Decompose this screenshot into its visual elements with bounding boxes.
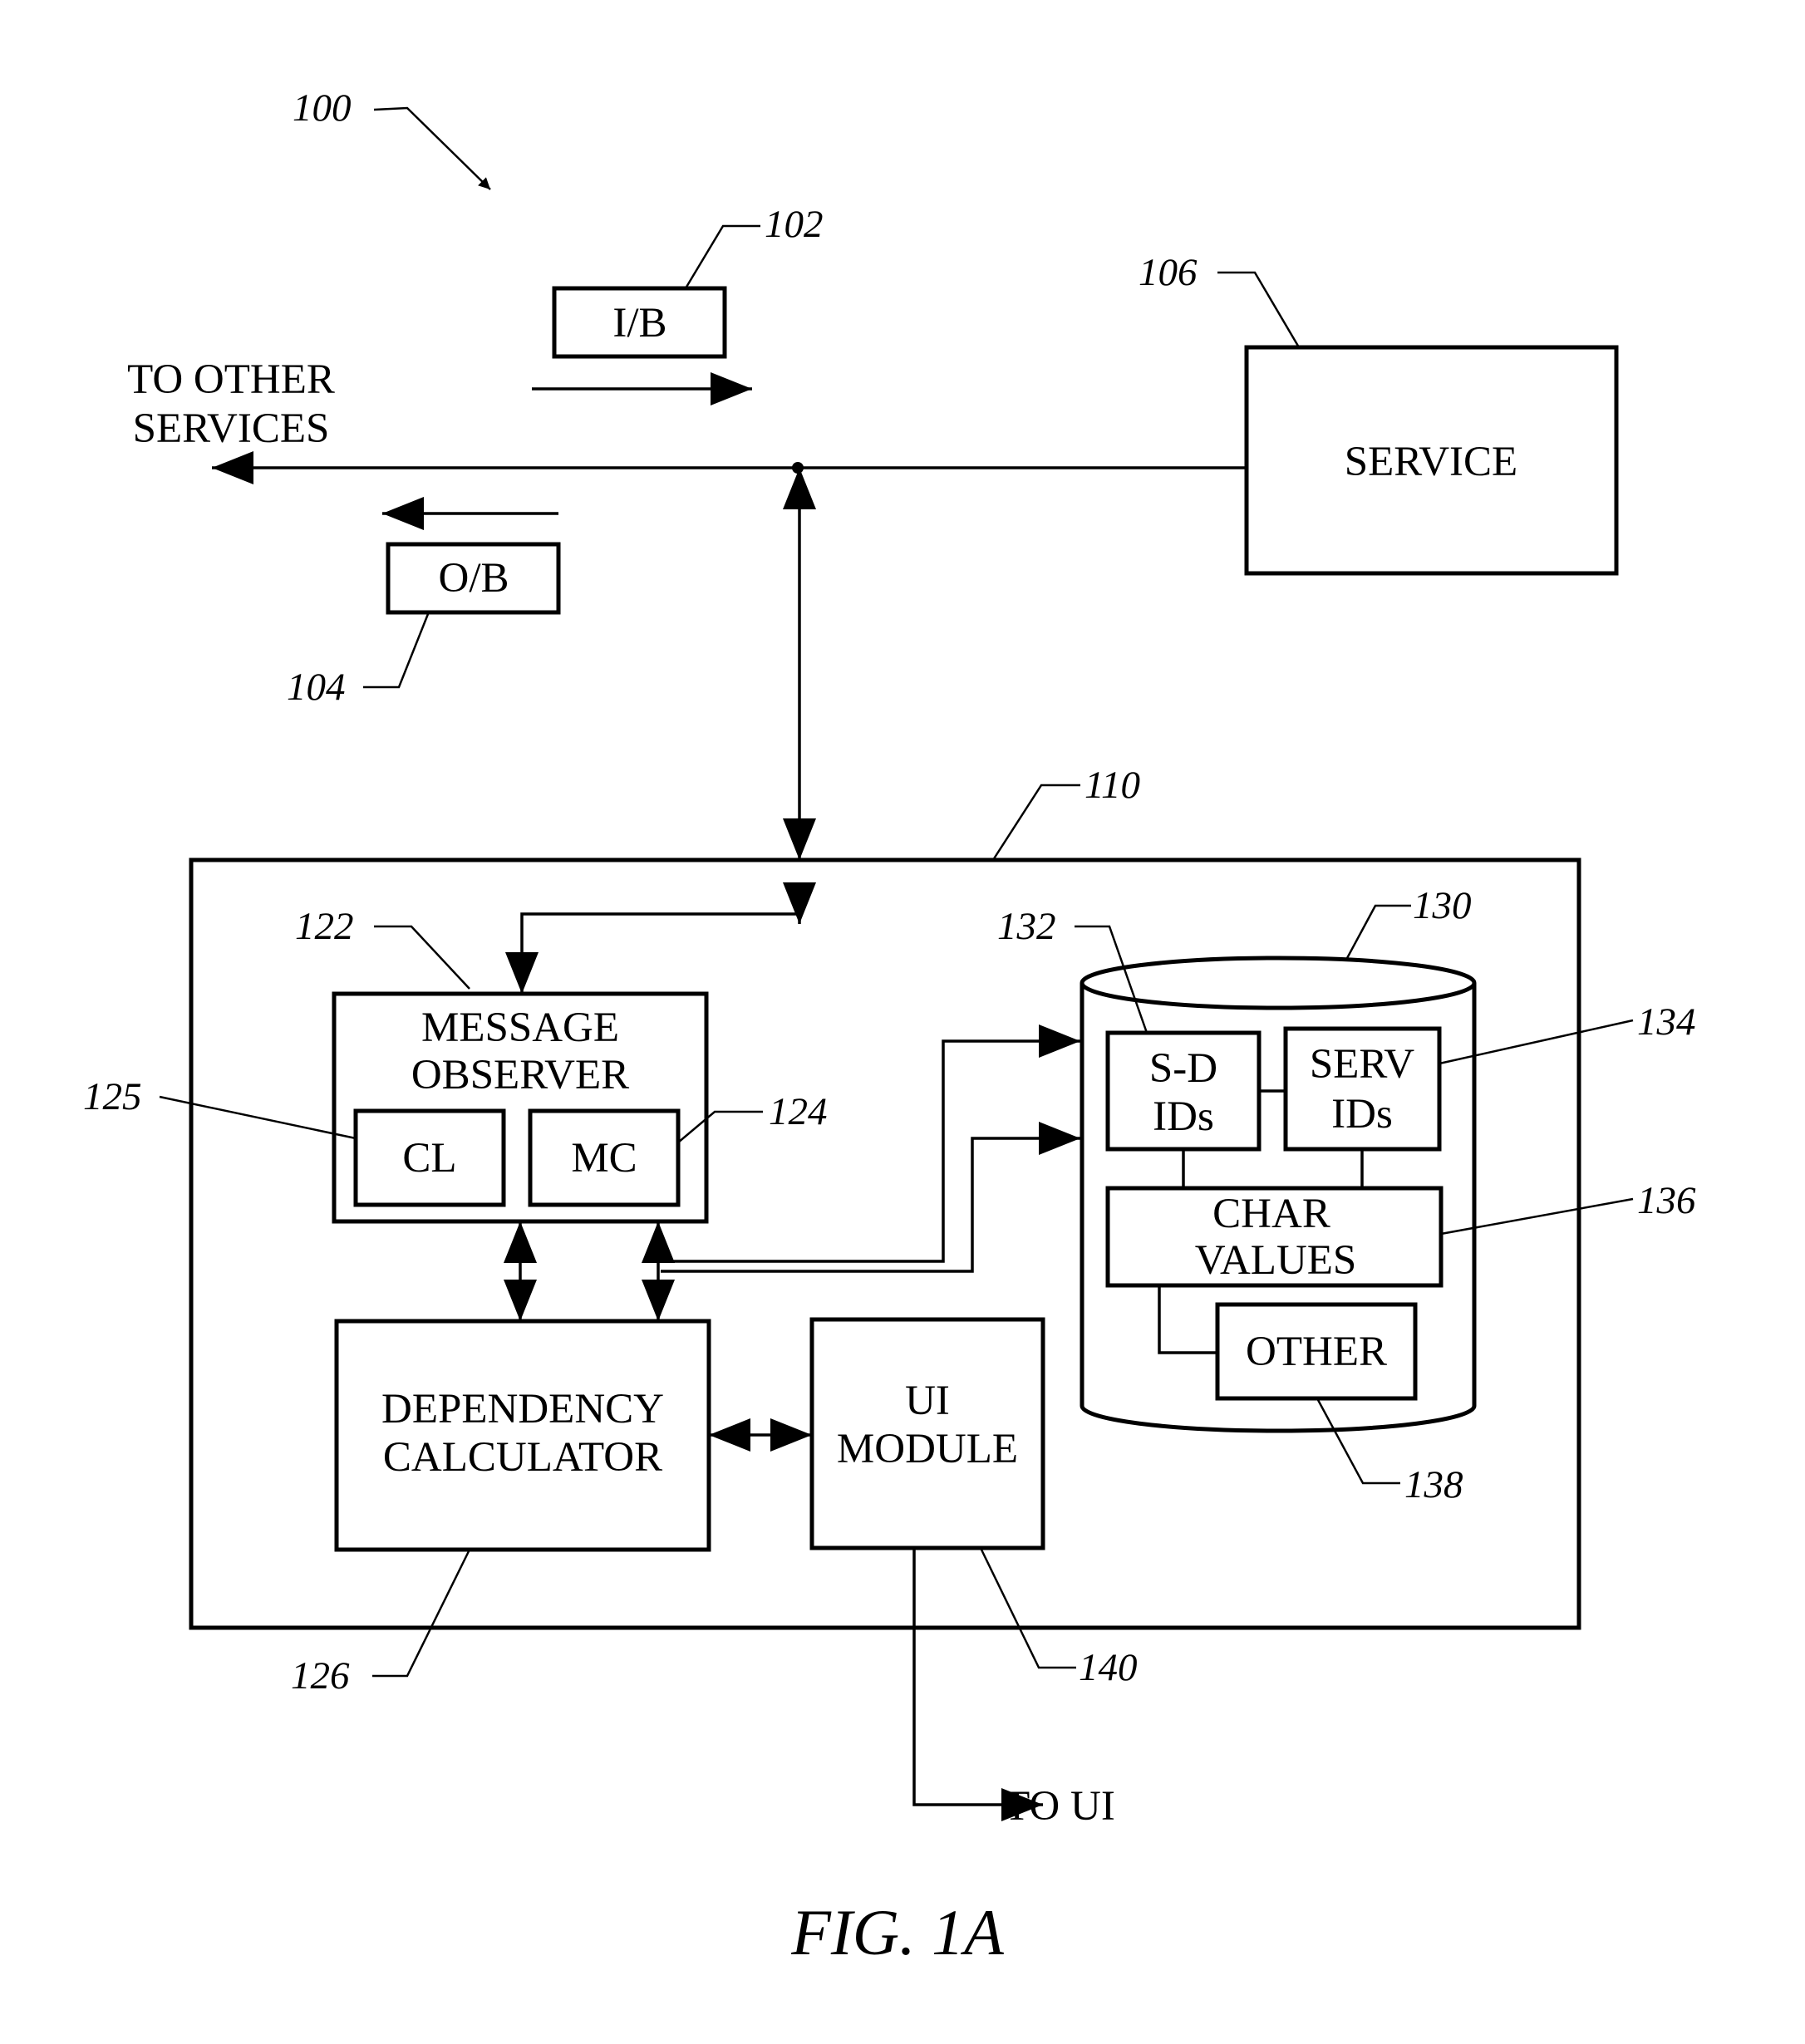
ref-134: 134	[1637, 1000, 1696, 1044]
to-other-services-line1: TO OTHER	[127, 356, 335, 403]
ref-122: 122	[295, 905, 354, 948]
ui-output-link	[914, 1548, 1043, 1805]
ref-104: 104	[287, 666, 346, 709]
ref-102: 102	[765, 203, 824, 246]
serv-ids-line1: SERV	[1310, 1041, 1414, 1088]
char-other-connector	[1159, 1285, 1217, 1353]
ref-124-leader	[678, 1112, 763, 1142]
outbound-label: O/B	[438, 555, 509, 602]
figure-caption: FIG. 1A	[790, 1896, 1004, 1968]
outbound-box: O/B 104	[287, 544, 558, 709]
observer-to-database-link-1	[661, 1041, 1080, 1261]
service-label: SERVICE	[1345, 439, 1517, 485]
ref-110: 110	[1084, 764, 1140, 807]
ui-module-line1: UI	[905, 1378, 950, 1424]
ref-130-leader	[1346, 906, 1411, 960]
inbound-box: I/B 102	[554, 203, 824, 356]
ref-122-leader	[374, 926, 470, 989]
ref-140: 140	[1079, 1646, 1138, 1689]
cl-label: CL	[402, 1135, 456, 1182]
sd-ids-line1: S-D	[1149, 1045, 1217, 1092]
ref-132: 132	[997, 905, 1056, 948]
host-frame	[191, 860, 1579, 1628]
ref-136: 136	[1637, 1179, 1696, 1222]
ref-106-leader	[1217, 273, 1299, 347]
system-reference: 100	[293, 86, 490, 189]
dependency-calculator-line1: DEPENDENCY	[381, 1386, 664, 1432]
ref-138: 138	[1404, 1463, 1463, 1506]
message-observer-line1: MESSAGE	[421, 1005, 619, 1051]
char-values-line1: CHAR	[1212, 1191, 1330, 1237]
ref-126-leader	[372, 1550, 470, 1676]
ref-110-leader	[993, 785, 1080, 860]
host-system: 110	[191, 764, 1579, 1628]
database-top	[1082, 958, 1474, 1008]
char-values-line2: VALUES	[1195, 1237, 1357, 1284]
service-box: SERVICE 106	[1139, 251, 1616, 573]
to-ui-label: TO UI	[1004, 1783, 1115, 1830]
message-observer-line2: OBSERVER	[411, 1052, 629, 1098]
bus-junction-dot	[792, 462, 804, 474]
ref-124: 124	[769, 1090, 828, 1133]
ref-134-leader	[1439, 1020, 1633, 1064]
ref-125-leader	[160, 1097, 356, 1138]
serv-ids-line2: IDs	[1331, 1091, 1393, 1137]
other-label: OTHER	[1246, 1329, 1387, 1375]
dependency-calculator: DEPENDENCY CALCULATOR 126	[291, 1321, 709, 1698]
ref-102-leader	[686, 226, 760, 288]
ref-126: 126	[291, 1654, 350, 1698]
sd-ids-line2: IDs	[1153, 1093, 1214, 1140]
ui-module-line2: MODULE	[837, 1426, 1018, 1472]
ref-136-leader	[1441, 1199, 1633, 1234]
ref-130: 130	[1413, 884, 1472, 927]
message-observer: MESSAGE OBSERVER CL MC 122 125 124	[83, 905, 828, 1221]
ref-100: 100	[293, 86, 352, 130]
ref-106: 106	[1139, 251, 1198, 294]
ref-104-leader	[363, 614, 428, 687]
inbound-label: I/B	[612, 300, 666, 346]
mc-label: MC	[571, 1135, 637, 1182]
dependency-calculator-line2: CALCULATOR	[383, 1434, 662, 1481]
ui-module: UI MODULE 140	[812, 1319, 1138, 1689]
network-bus: TO OTHER SERVICES	[127, 356, 1247, 513]
to-other-services-line2: SERVICES	[133, 405, 330, 452]
ref-140-leader	[981, 1548, 1076, 1668]
ref-138-leader	[1317, 1398, 1400, 1483]
host-to-message-observer-link	[522, 914, 799, 994]
observer-to-database-link-2	[661, 1138, 1080, 1271]
ref-100-leader	[374, 108, 490, 189]
database: 130 S-D IDs 132 SERV IDs 134 CHAR VALUES…	[997, 884, 1696, 1506]
ref-125: 125	[83, 1075, 142, 1118]
